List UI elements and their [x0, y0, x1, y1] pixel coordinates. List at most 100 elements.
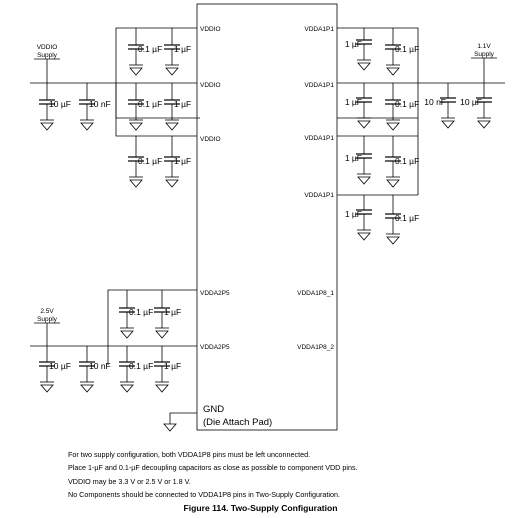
ground-symbol: [129, 171, 143, 188]
capacitor: 10 µF: [460, 97, 492, 112]
pin-vdda2p5-2: VDDA2P5: [200, 344, 230, 351]
ground-symbol: [357, 112, 371, 129]
capacitor-value-label: 1 µF: [345, 153, 362, 163]
pin-vddio-2: VDDIO: [200, 82, 221, 89]
capacitor-value-label: 1 µF: [174, 44, 191, 54]
capacitor: 10 µF: [39, 361, 71, 376]
pin-vdda1p8-1: VDDA1P8_1: [297, 290, 334, 297]
capacitor: 0.1 µF: [385, 213, 419, 228]
capacitor: 0.1 µF: [119, 361, 153, 376]
ground-symbol: [357, 54, 371, 71]
capacitor: 0.1 µF: [128, 44, 162, 59]
schematic: VDDIO VDDIO VDDIO VDDA2P5 VDDA2P5 VDDA1P…: [30, 3, 505, 432]
note-line: VDDIO may be 3.3 V or 2.5 V or 1.8 V.: [68, 476, 191, 486]
capacitor-value-label: 0.1 µF: [395, 213, 419, 223]
pin-vdda1p8-2: VDDA1P8_2: [297, 344, 334, 351]
gnd-label: GND: [203, 404, 224, 415]
capacitor-value-label: 0.1 µF: [138, 44, 162, 54]
ground-symbol: [386, 59, 400, 76]
v11-supply-label-2: Supply: [474, 51, 495, 58]
pin-vdda1p1-1: VDDA1P1: [304, 26, 334, 33]
capacitor: 1 µF: [164, 156, 191, 171]
capacitor-value-label: 1 µF: [164, 307, 181, 317]
ground-symbol: [40, 376, 54, 393]
pin-vddio-3: VDDIO: [200, 136, 221, 143]
ground-symbol: [80, 376, 94, 393]
ground-symbol: [357, 168, 371, 185]
ground-symbol: [357, 224, 371, 241]
v25-supply-label: 2.5V: [40, 308, 54, 315]
capacitor-value-label: 0.1 µF: [395, 99, 419, 109]
capacitor-value-label: 0.1 µF: [129, 307, 153, 317]
pin-vdda1p1-3: VDDA1P1: [304, 135, 334, 142]
pin-vdda1p1-4: VDDA1P1: [304, 192, 334, 199]
die-attach-label: (Die Attach Pad): [203, 417, 272, 428]
capacitor-value-label: 0.1 µF: [395, 44, 419, 54]
ground-symbol: [441, 112, 455, 129]
capacitor-value-label: 10 nF: [89, 361, 111, 371]
capacitor: 1 µF: [345, 153, 372, 168]
capacitor: 10 µF: [39, 99, 71, 114]
ground-symbol: [40, 114, 54, 131]
v25-supply-label-2: Supply: [37, 316, 58, 323]
capacitor-value-label: 0.1 µF: [395, 156, 419, 166]
capacitor: 10 nF: [79, 361, 111, 376]
wires: [30, 27, 505, 365]
vddio-supply-label: VDDIO: [37, 44, 58, 51]
ground-symbol: [386, 171, 400, 188]
ground-symbol: [120, 376, 134, 393]
pin-vdda1p1-2: VDDA1P1: [304, 82, 334, 89]
note-line: For two supply configuration, both VDDA1…: [68, 450, 311, 459]
capacitor: 1 µF: [164, 44, 191, 59]
vddio-supply-label-2: Supply: [37, 52, 58, 59]
ground-symbol: [155, 322, 169, 339]
capacitor-value-label: 1 µF: [345, 39, 362, 49]
ground-symbol: [165, 114, 179, 131]
ground-symbol: [129, 59, 143, 76]
capacitor-value-label: 10 nF: [89, 99, 111, 109]
capacitor-value-label: 10 µF: [49, 361, 71, 371]
capacitor-value-label: 10 µF: [460, 97, 482, 107]
capacitor: 1 µF: [345, 97, 372, 112]
note-line: No Components should be connected to VDD…: [68, 490, 340, 500]
capacitor: 1 µF: [164, 99, 191, 114]
ground-symbol: [477, 112, 491, 129]
figure-caption: Figure 114. Two-Supply Configuration: [183, 503, 338, 513]
capacitor: 0.1 µF: [385, 44, 419, 59]
v11-supply-label: 1.1V: [477, 43, 491, 50]
capacitor: 0.1 µF: [385, 156, 419, 171]
ground-symbol: [120, 322, 134, 339]
ground-symbol: [165, 171, 179, 188]
ground-symbol: [386, 228, 400, 245]
capacitor: 10 nF: [79, 99, 111, 114]
pin-vddio-1: VDDIO: [200, 26, 221, 33]
ground-symbol: [165, 59, 179, 76]
notes: For two supply configuration, both VDDA1…: [68, 448, 508, 502]
capacitor-value-label: 1 µF: [345, 97, 362, 107]
capacitor: 0.1 µF: [385, 99, 419, 114]
capacitor-value-label: 0.1 µF: [138, 99, 162, 109]
capacitor-value-label: 0.1 µF: [129, 361, 153, 371]
capacitor-value-label: 1 µF: [174, 156, 191, 166]
capacitor: 0.1 µF: [128, 99, 162, 114]
ground-symbol: [129, 114, 143, 131]
ic-body: [196, 3, 338, 431]
capacitor-value-label: 10 nF: [424, 97, 446, 107]
ground-symbol: [386, 114, 400, 131]
capacitor-value-label: 10 µF: [49, 99, 71, 109]
capacitor-value-label: 0.1 µF: [138, 156, 162, 166]
gnd-pin-wire: [163, 412, 197, 432]
capacitor: 1 µF: [345, 209, 372, 224]
capacitor-value-label: 1 µF: [345, 209, 362, 219]
capacitor: 10 nF: [424, 97, 456, 112]
ground-symbol: [80, 114, 94, 131]
capacitor-value-label: 1 µF: [164, 361, 181, 371]
capacitor: 0.1 µF: [119, 307, 153, 322]
capacitor: 1 µF: [154, 307, 181, 322]
capacitor: 1 µF: [154, 361, 181, 376]
note-line: Place 1-µF and 0.1-µF decoupling capacit…: [68, 463, 358, 473]
capacitor: 0.1 µF: [128, 156, 162, 171]
capacitor: 1 µF: [345, 39, 372, 54]
pin-vdda2p5-1: VDDA2P5: [200, 290, 230, 297]
capacitor-value-label: 1 µF: [174, 99, 191, 109]
